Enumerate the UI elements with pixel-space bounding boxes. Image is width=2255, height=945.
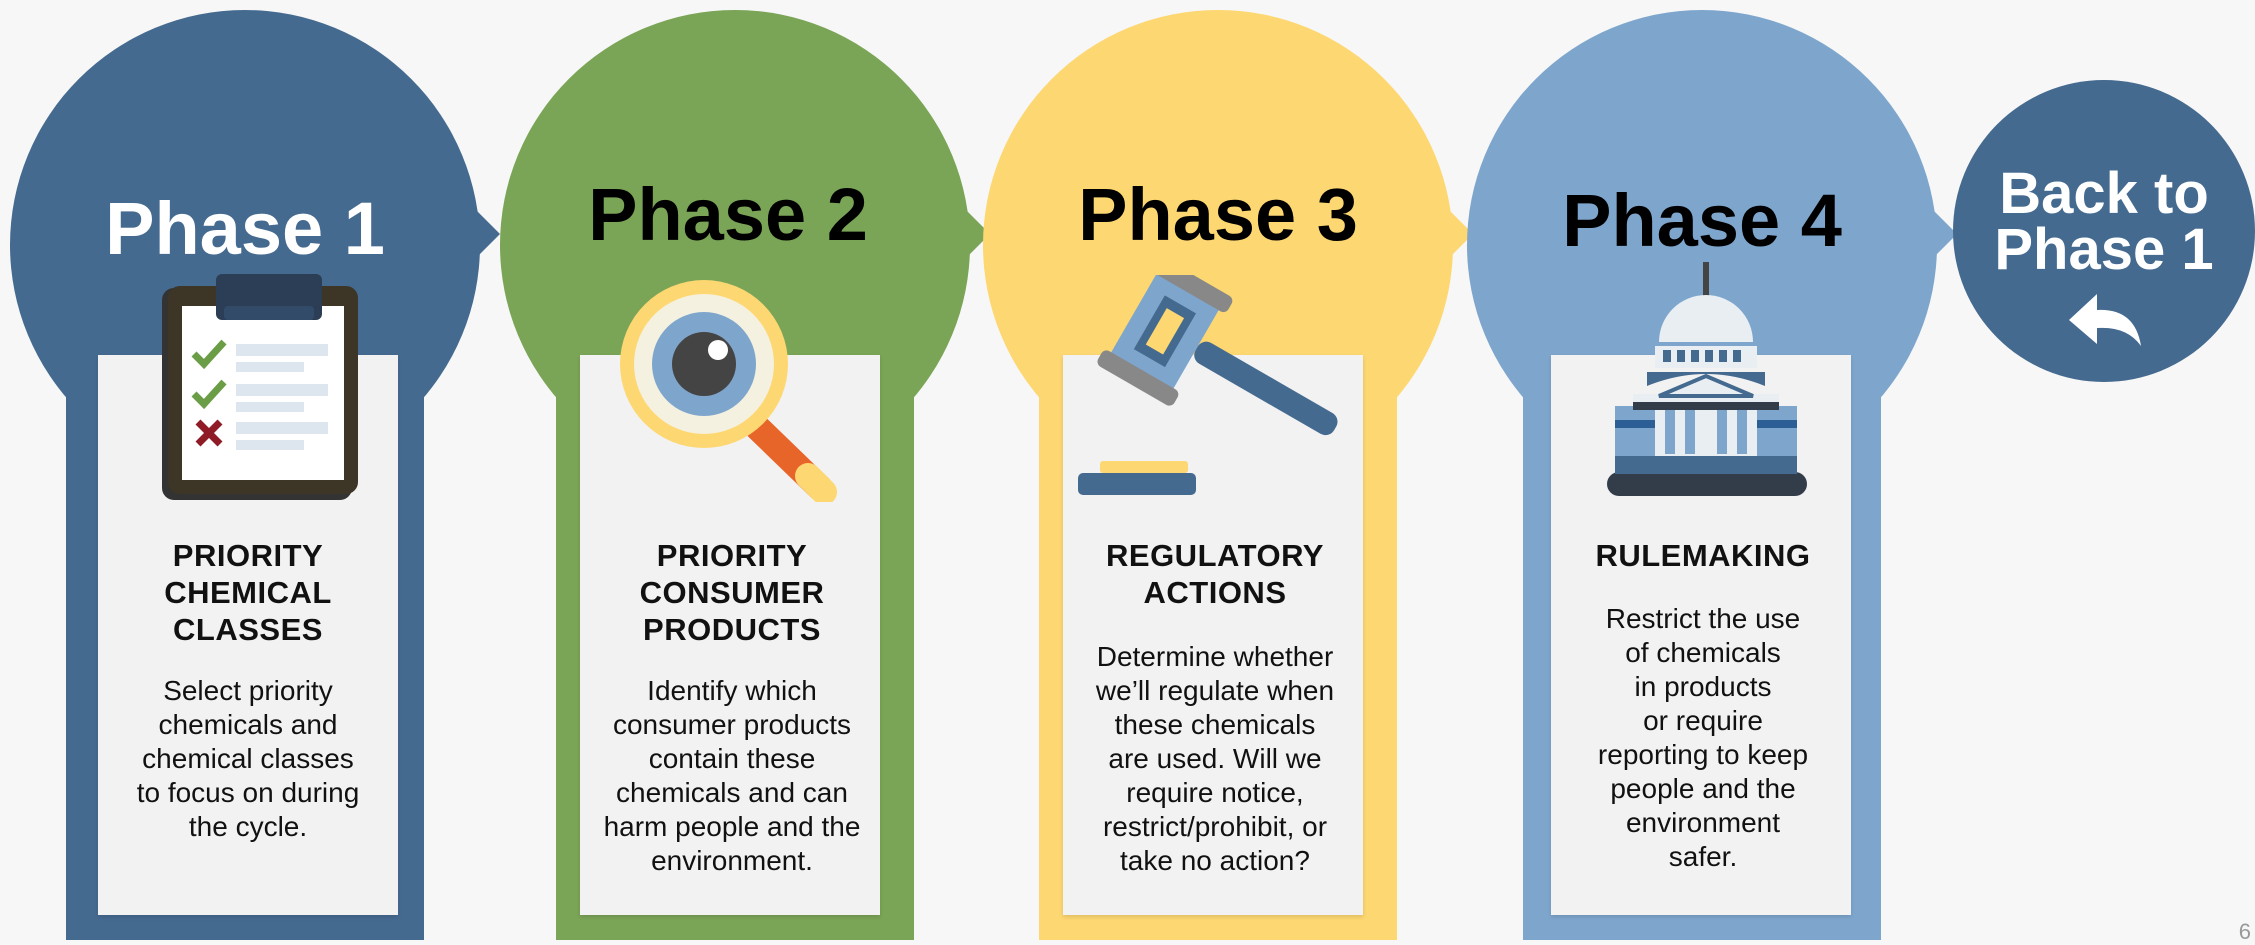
phase-1: Phase 1 PRIORITY CHEMICAL CLASSES Select…: [10, 0, 500, 940]
phase-3-card: [1063, 355, 1363, 915]
phase-1-description: Select priority chemicals and chemical c…: [136, 675, 360, 842]
phase-4-title: Phase 4: [1562, 179, 1842, 262]
phase-3: Phase 3 REGULATORY ACTIONS Determine whe…: [983, 0, 1473, 940]
phase-1-title: Phase 1: [105, 187, 385, 270]
phase-2-description: Identify which consumer products contain…: [603, 675, 861, 876]
back-to-phase-1-button[interactable]: Back to Phase 1: [1953, 80, 2255, 382]
phase-4-description: Restrict the use of chemicals in product…: [1597, 603, 1809, 872]
phase-2: Phase 2 PRIORITY CONSUMER PRODUCTS Ident…: [500, 0, 990, 940]
phase-2-heading: PRIORITY CONSUMER PRODUCTS: [639, 538, 825, 647]
clipboard-checklist-icon: [162, 274, 358, 500]
phase-3-description: Determine whether we’ll regulate when th…: [1095, 641, 1335, 876]
phase-2-card: [580, 355, 880, 915]
return-arrow-icon: [2069, 294, 2141, 346]
gavel-icon: [1078, 275, 1338, 495]
phase-4-arrow: [1931, 208, 1957, 260]
phase-2-title: Phase 2: [588, 173, 868, 256]
capitol-building-icon: [1607, 262, 1807, 496]
page-number: 6: [2238, 919, 2251, 944]
phase-1-arrow: [474, 208, 500, 260]
back-to-phase-1-label: Back to Phase 1: [1994, 161, 2214, 282]
phase-1-heading: PRIORITY CHEMICAL CLASSES: [164, 538, 332, 647]
magnifying-glass-icon: [620, 280, 837, 502]
phase-4-heading: RULEMAKING: [1595, 538, 1811, 573]
phase-3-heading: REGULATORY ACTIONS: [1106, 538, 1324, 610]
phase-4: Phase 4 RULEMAKING Restrict the use of c…: [1467, 0, 1957, 940]
phase-3-title: Phase 3: [1078, 173, 1358, 256]
